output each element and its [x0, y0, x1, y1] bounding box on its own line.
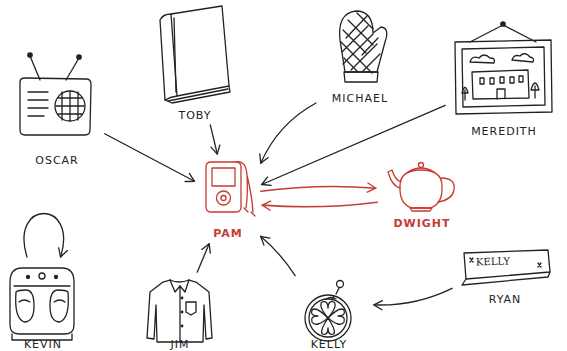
- picture-frame-node: MEREDITH: [448, 22, 560, 138]
- book-node: TOBY: [150, 0, 240, 122]
- radio-node: OSCAR: [12, 50, 102, 167]
- person-name: KELLY: [278, 338, 380, 351]
- relation-arrow: [197, 244, 209, 273]
- relation-arrow: [374, 288, 452, 305]
- foot-massager-node: KEVIN: [3, 255, 83, 351]
- relation-arrow: [261, 103, 316, 163]
- name-plate-text: KELLY: [476, 255, 510, 268]
- person-name: PAM: [188, 227, 268, 240]
- relation-arrow: [105, 134, 195, 182]
- picture-frame-drawing: [455, 22, 552, 114]
- coin-purse-drawing: [305, 281, 351, 342]
- coin-purse-node: KELLY: [288, 278, 370, 351]
- oven-mitt-node: MICHAEL: [318, 5, 402, 105]
- music-player-drawing: [206, 162, 255, 216]
- relation-arrow: [261, 236, 296, 275]
- shirt-drawing: [147, 280, 212, 342]
- person-name: TOBY: [140, 109, 250, 122]
- person-name: MICHAEL: [308, 92, 412, 105]
- teapot-drawing: [388, 163, 454, 212]
- person-name: MEREDITH: [438, 125, 567, 138]
- shirt-node: JIM: [138, 275, 222, 351]
- relation-arrow: [262, 105, 446, 184]
- relation-arrow: [262, 202, 377, 207]
- person-name: DWIGHT: [370, 217, 474, 230]
- person-name: KEVIN: [0, 338, 93, 351]
- radio-drawing: [20, 53, 91, 135]
- teapot-node: DWIGHT: [380, 158, 464, 230]
- music-player-node: PAM: [198, 158, 258, 240]
- person-name: RYAN: [445, 293, 565, 306]
- book-drawing: [160, 6, 230, 103]
- person-name: JIM: [128, 338, 232, 351]
- person-name: OSCAR: [2, 154, 112, 167]
- name-plate-drawing: [462, 250, 550, 285]
- relation-arrow: [210, 125, 217, 154]
- oven-mitt-drawing: [340, 11, 387, 82]
- relation-arrow: [261, 187, 376, 192]
- self-loop-arrow: [24, 214, 64, 258]
- foot-massager-drawing: [10, 268, 74, 340]
